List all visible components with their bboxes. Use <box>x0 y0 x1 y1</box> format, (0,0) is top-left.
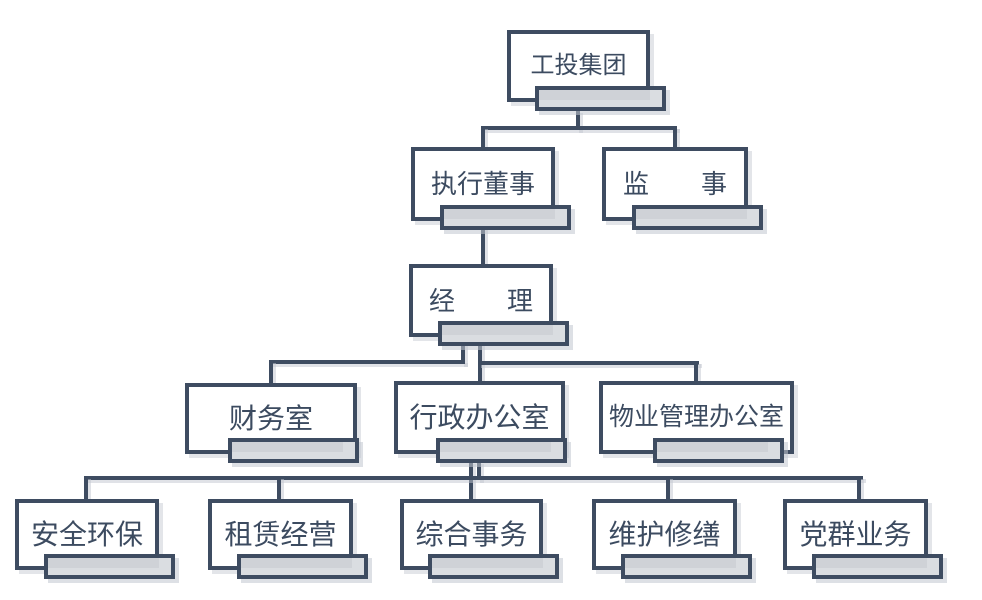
org-node-manager: 经 理 <box>409 264 569 346</box>
org-node-safety-environment-name-tag <box>43 554 175 579</box>
org-node-maintenance-repair: 维护修缮 <box>592 499 752 579</box>
connector-manager-rail-right <box>478 361 699 365</box>
org-node-manager-name-tag <box>437 321 569 346</box>
connector-property-drop <box>694 361 698 383</box>
connector-leasing-drop <box>277 476 281 501</box>
connector-safety-drop <box>84 476 88 501</box>
connector-supervisor-drop <box>673 126 677 148</box>
org-node-root-name-tag <box>535 86 666 111</box>
org-node-general-affairs-name-tag <box>428 554 559 579</box>
org-node-general-affairs: 综合事务 <box>400 499 559 579</box>
org-node-safety-environment: 安全环保 <box>15 499 175 579</box>
org-node-property-management-office: 物业管理办公室 <box>599 381 794 463</box>
connector-exec-drop <box>481 126 485 148</box>
connector-admin-rail <box>84 476 863 480</box>
connector-finance-drop <box>269 360 273 384</box>
connector-admin-stub-right <box>477 461 481 480</box>
org-node-leasing-operations-name-tag <box>237 554 368 579</box>
org-node-property-management-office-name-tag <box>653 438 784 463</box>
connector-root-stub <box>576 110 580 130</box>
org-node-finance-office-name-tag <box>227 438 359 463</box>
org-node-root: 工投集团 <box>507 30 666 111</box>
org-node-finance-office: 财务室 <box>185 383 359 463</box>
org-node-party-mass-affairs: 党群业务 <box>783 499 943 579</box>
org-node-executive-director-name-tag <box>439 205 571 230</box>
connector-root-rail <box>481 126 677 130</box>
connector-party-drop <box>857 476 861 501</box>
connector-maintenance-drop <box>666 476 670 501</box>
org-node-maintenance-repair-name-tag <box>621 554 752 579</box>
org-node-executive-director: 执行董事 <box>411 147 571 230</box>
org-node-leasing-operations: 租赁经营 <box>208 499 368 579</box>
org-node-party-mass-affairs-name-tag <box>812 554 943 579</box>
connector-manager-stub-left <box>461 343 465 364</box>
org-node-admin-office-name-tag <box>436 438 567 463</box>
org-node-admin-office: 行政办公室 <box>394 381 567 463</box>
connector-manager-rail-left <box>269 360 465 364</box>
org-node-supervisor: 监 事 <box>602 147 763 230</box>
connector-admin-stub-left <box>469 461 473 500</box>
org-node-supervisor-name-tag <box>631 205 763 230</box>
connector-exec-manager <box>481 227 485 265</box>
